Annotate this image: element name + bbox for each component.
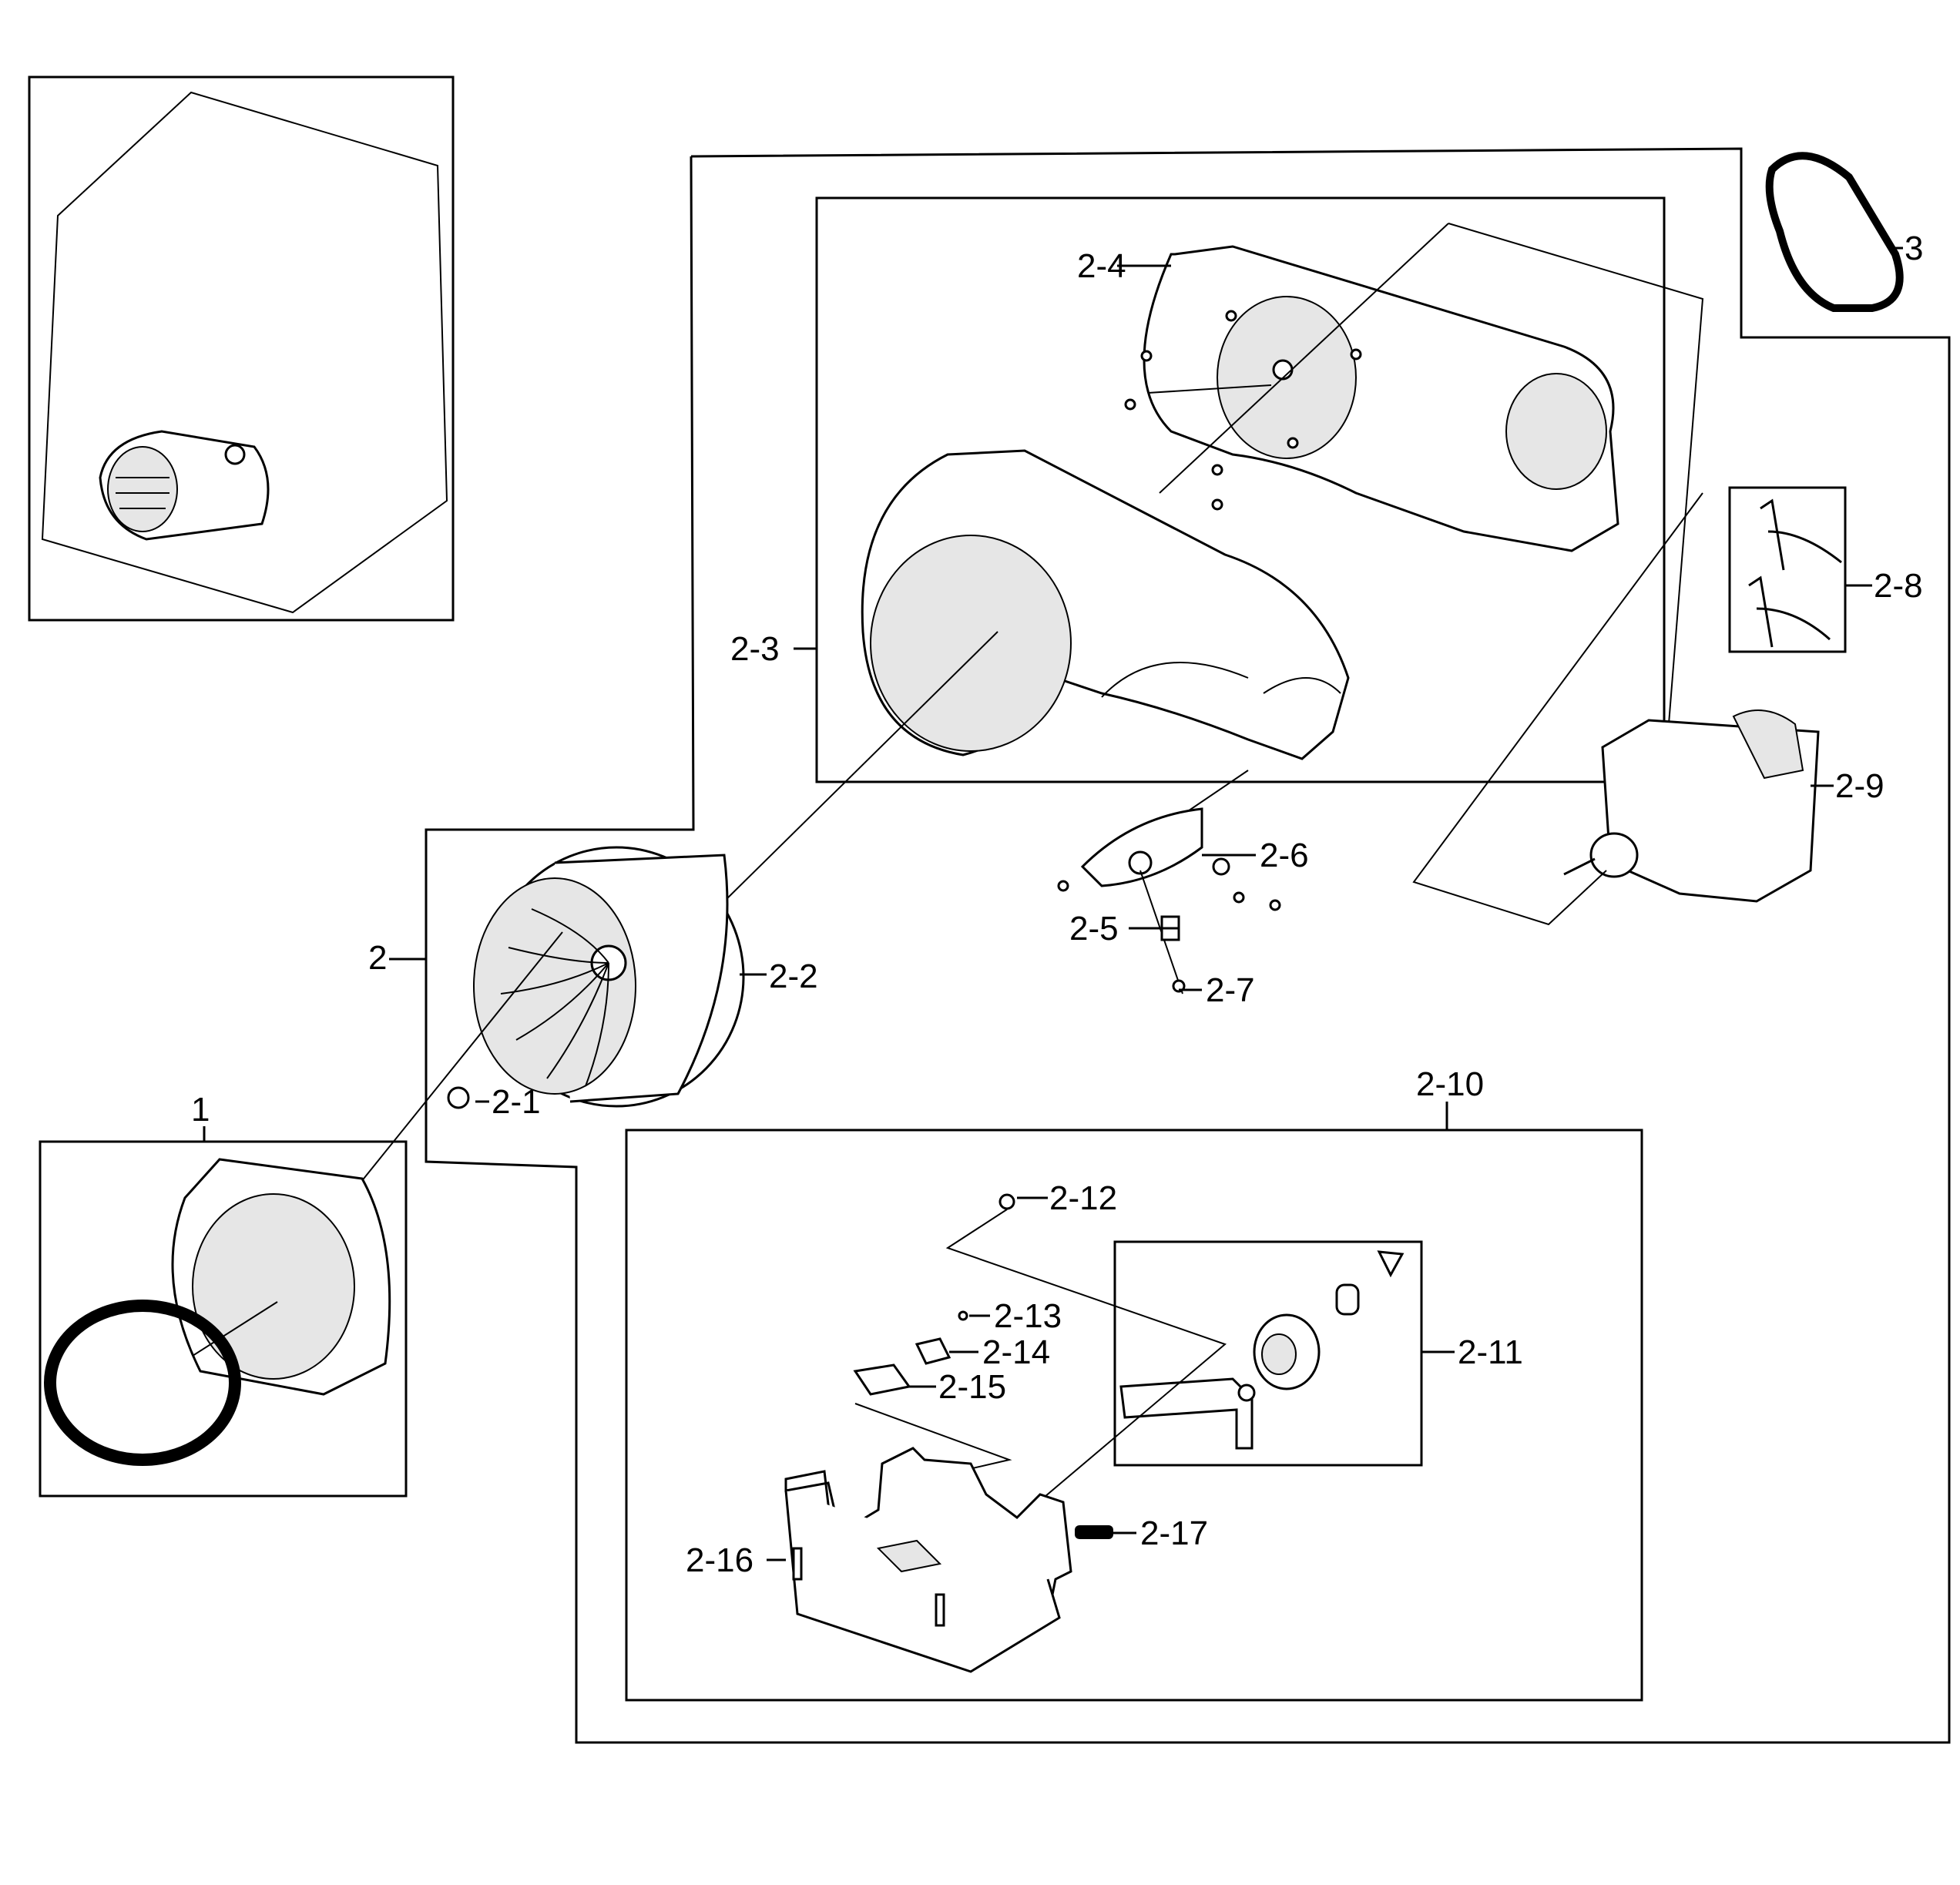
label-2-14: 2-14: [982, 1333, 1050, 1371]
label-2-10: 2-10: [1416, 1065, 1484, 1103]
label-2-15: 2-15: [938, 1368, 1006, 1406]
part-2-11-box: [1113, 1240, 1423, 1467]
label-2-4: 2-4: [1077, 247, 1126, 285]
leader-seal: [192, 1301, 278, 1357]
label-2-3: 2-3: [730, 630, 780, 668]
screws-2-4: [1124, 310, 1362, 511]
front-housing-icon: [861, 449, 1350, 760]
part-1-box: [39, 1140, 408, 1498]
seal-ring-icon: [44, 1300, 241, 1466]
leader-housing-top: [1159, 223, 1449, 494]
leader-housing-to-wheel: [720, 631, 998, 906]
blower-wheel-icon: [473, 846, 745, 1108]
motor-mount-bracket-icon: [784, 1447, 1072, 1673]
part-2-10-box: [625, 1129, 1643, 1702]
label-2-13: 2-13: [994, 1297, 1062, 1335]
label-2-2: 2-2: [769, 958, 818, 995]
leader-axis: [1147, 384, 1272, 394]
fan-housing-box: [815, 196, 1666, 783]
bracket-2-15: [853, 1363, 911, 1396]
label-2: 2: [368, 939, 387, 977]
label-3: 3: [1905, 230, 1923, 267]
front-bulkhead-icon: [171, 1158, 391, 1396]
spring-2-17: [1075, 1525, 1113, 1539]
label-2-7: 2-7: [1206, 971, 1255, 1009]
idler-pulley-icon: [1119, 1250, 1405, 1450]
label-1: 1: [191, 1091, 210, 1129]
label-2-5: 2-5: [1069, 910, 1119, 948]
label-2-9: 2-9: [1835, 767, 1884, 805]
label-2-12: 2-12: [1049, 1179, 1117, 1217]
drive-belt-icon: [1765, 152, 1904, 312]
thermostat-cover-icon: [1057, 807, 1281, 911]
label-2-11: 2-11: [1458, 1333, 1523, 1371]
label-2-1: 2-1: [492, 1083, 541, 1121]
label-2-6: 2-6: [1260, 837, 1309, 874]
leader-motor: [1412, 492, 1703, 926]
label-2-8: 2-8: [1874, 567, 1923, 605]
group-2-outline: [425, 147, 1951, 1744]
motor-icon: [1563, 709, 1820, 903]
overview-inset: [28, 75, 455, 622]
label-2-16: 2-16: [686, 1541, 753, 1579]
leader-idler: [945, 1209, 1227, 1514]
leader-switch: [854, 1403, 1012, 1472]
leader-housing-right: [1448, 223, 1704, 783]
label-ticks: [203, 247, 1903, 1561]
nut-2-12: [998, 1193, 1015, 1210]
dryer-cabinet-icon: [41, 91, 448, 614]
part-2-8-box: [1728, 486, 1847, 653]
screw-2-13: [958, 1310, 968, 1321]
clip-icon: [1748, 498, 1842, 648]
nut-2-1: [447, 1086, 470, 1109]
label-2-17: 2-17: [1140, 1514, 1208, 1552]
leader-wheel-axis: [354, 931, 563, 1191]
switch-2-14: [915, 1337, 951, 1365]
